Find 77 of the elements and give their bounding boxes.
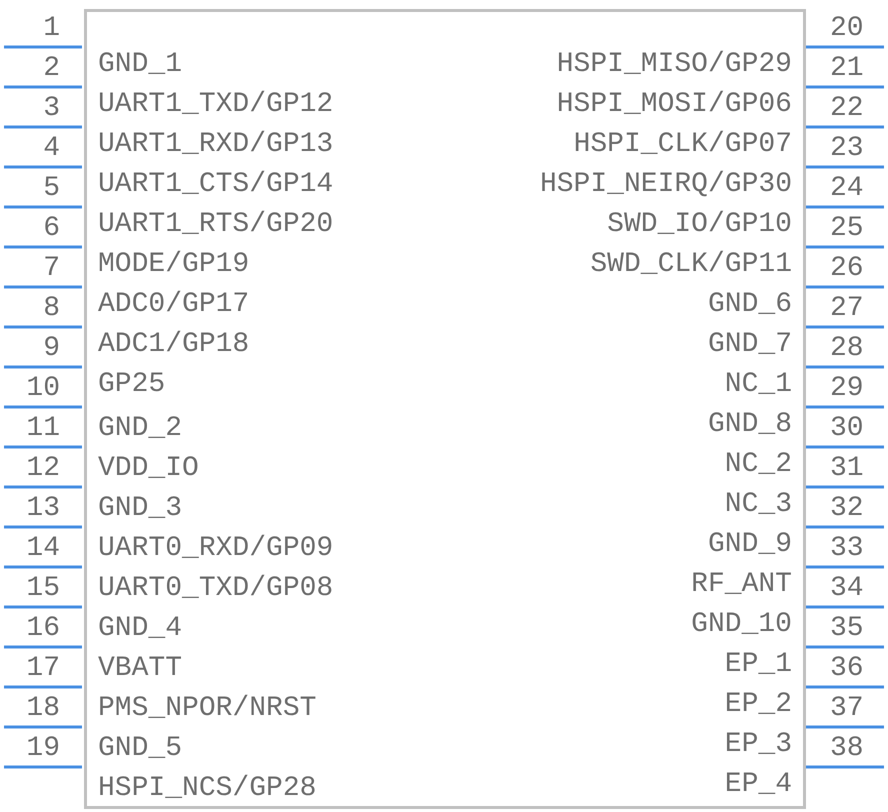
pin-name: ADC0/GP17 — [98, 290, 250, 320]
pin-name: HSPI_CLK/GP07 — [574, 130, 792, 160]
pin-name: GND_10 — [691, 610, 792, 640]
pin-number: 36 — [830, 654, 864, 684]
pin-number: 12 — [26, 454, 60, 484]
pin-name: GND_4 — [98, 614, 182, 644]
pin-number: 18 — [26, 694, 60, 724]
pin-number: 3 — [43, 94, 60, 124]
pin-name: NC_3 — [724, 490, 792, 520]
pin-number: 16 — [26, 614, 60, 644]
pin-name: UART1_CTS/GP14 — [98, 170, 334, 200]
pin-number: 15 — [26, 574, 60, 604]
pin-number: 14 — [26, 534, 60, 564]
pin-number: 9 — [43, 334, 60, 364]
pin-number: 19 — [26, 734, 60, 764]
pin-number: 26 — [830, 254, 864, 284]
pin-number: 23 — [830, 134, 864, 164]
pin-number: 28 — [830, 334, 864, 364]
pin-number: 30 — [830, 414, 864, 444]
pin-number: 31 — [830, 454, 864, 484]
pin-name: NC_1 — [724, 370, 792, 400]
pin-name: EP_1 — [724, 650, 792, 680]
pin-number: 10 — [26, 374, 60, 404]
pin-number: 25 — [830, 214, 864, 244]
pin-name: EP_3 — [724, 730, 792, 760]
chip-body — [84, 9, 806, 809]
pin-name: VBATT — [98, 654, 182, 684]
pin-number: 21 — [830, 54, 864, 84]
pin-number: 24 — [830, 174, 864, 204]
pin-number: 5 — [43, 174, 60, 204]
pin-name: RF_ANT — [691, 570, 792, 600]
pin-number: 29 — [830, 374, 864, 404]
pin-name: SWD_IO/GP10 — [607, 210, 792, 240]
pin-number: 17 — [26, 654, 60, 684]
pin-name: MODE/GP19 — [98, 250, 250, 280]
pin-number: 38 — [830, 734, 864, 764]
pin-name: HSPI_MISO/GP29 — [556, 50, 792, 80]
pin-number: 7 — [43, 254, 60, 284]
pin-name: GND_9 — [708, 530, 792, 560]
pin-number: 35 — [830, 614, 864, 644]
pin-name: ADC1/GP18 — [98, 330, 250, 360]
pin-name: HSPI_MOSI/GP06 — [556, 90, 792, 120]
pin-name: GP25 — [98, 370, 166, 400]
pin-name: GND_2 — [98, 414, 182, 444]
pin-number: 20 — [830, 14, 864, 44]
pin-name: UART1_RTS/GP20 — [98, 210, 334, 240]
pin-number: 6 — [43, 214, 60, 244]
pin-name: GND_8 — [708, 410, 792, 440]
pin-number: 13 — [26, 494, 60, 524]
pin-name: NC_2 — [724, 450, 792, 480]
pin-name: UART0_TXD/GP08 — [98, 574, 334, 604]
pin-name: UART1_TXD/GP12 — [98, 90, 334, 120]
pin-name: HSPI_NEIRQ/GP30 — [540, 170, 792, 200]
pin-name: GND_1 — [98, 50, 182, 80]
pin-name: GND_7 — [708, 330, 792, 360]
pin-name: PMS_NPOR/NRST — [98, 694, 316, 724]
pin-name: UART0_RXD/GP09 — [98, 534, 334, 564]
pin-name: GND_6 — [708, 290, 792, 320]
pin-name: GND_3 — [98, 494, 182, 524]
pin-number: 4 — [43, 134, 60, 164]
pin-name: EP_4 — [724, 770, 792, 800]
pin-number: 33 — [830, 534, 864, 564]
pin-name: VDD_IO — [98, 454, 199, 484]
pin-number: 8 — [43, 294, 60, 324]
pin-name: UART1_RXD/GP13 — [98, 130, 334, 160]
pin-name: EP_2 — [724, 690, 792, 720]
pin-number: 34 — [830, 574, 864, 604]
pin-name: SWD_CLK/GP11 — [590, 250, 792, 280]
pin-number: 11 — [26, 414, 60, 444]
pin-number: 22 — [830, 94, 864, 124]
pin-name: GND_5 — [98, 734, 182, 764]
pin-number: 27 — [830, 294, 864, 324]
pin-number: 2 — [43, 54, 60, 84]
pin-number: 32 — [830, 494, 864, 524]
pin-number: 37 — [830, 694, 864, 724]
pin-number: 1 — [43, 14, 60, 44]
pin-name: HSPI_NCS/GP28 — [98, 774, 316, 804]
